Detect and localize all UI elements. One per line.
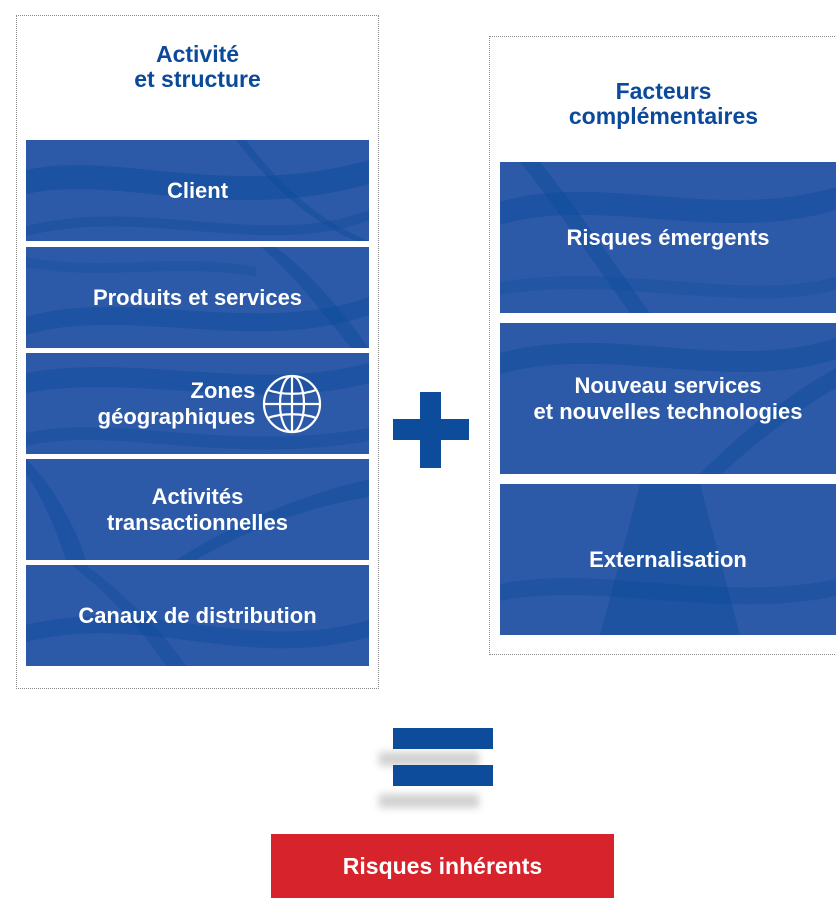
equals-shadow [379, 752, 479, 766]
tile-label: Produits et services [92, 284, 303, 310]
panel-title-factors: Facteurs complémentaires [568, 78, 759, 129]
tile-pattern [26, 459, 369, 560]
plus-vertical-bar [420, 392, 441, 468]
tile-label: Risques émergents [566, 224, 770, 250]
inherent-risks-result: Risques inhérents [271, 834, 614, 898]
equals-top-bar [393, 728, 493, 749]
plus-icon [393, 392, 469, 468]
activity-structure-panel: Activité et structure [16, 15, 379, 689]
tile-pattern [500, 162, 836, 313]
equals-bottom-bar [393, 765, 493, 786]
tile-client: Client [26, 140, 369, 241]
result-label: Risques inhérents [342, 852, 543, 879]
tile-label: Canaux de distribution [78, 602, 317, 628]
tile-new-services-technologies: Nouveau services et nouvelles technologi… [500, 323, 836, 474]
tile-pattern [26, 140, 369, 241]
tile-pattern [500, 484, 836, 635]
tile-products-services: Produits et services [26, 247, 369, 348]
tile-label: Externalisation [589, 546, 747, 572]
equals-icon [379, 728, 493, 818]
tile-label: Activités transactionnelles [107, 483, 288, 535]
tile-geographic-zones: Zones géographiques [26, 353, 369, 454]
panel-title-activity: Activité et structure [134, 41, 261, 92]
tile-pattern [500, 338, 836, 474]
tile-label: Zones géographiques [97, 377, 256, 429]
tile-outsourcing: Externalisation [500, 484, 836, 635]
equals-shadow [379, 794, 479, 808]
complementary-factors-panel: Facteurs complémentaires [489, 36, 836, 655]
tile-label: Client [166, 177, 229, 203]
tile-label: Nouveau services et nouvelles technologi… [533, 372, 803, 424]
globe-icon [263, 374, 322, 433]
geo-label-group: Zones géographiques [98, 373, 324, 435]
tile-pattern [26, 565, 369, 666]
tile-transactional-activities: Activités transactionnelles [26, 459, 369, 560]
tile-distribution-channels: Canaux de distribution [26, 565, 369, 666]
tile-pattern [26, 247, 369, 348]
tile-emerging-risks: Risques émergents [500, 162, 836, 313]
